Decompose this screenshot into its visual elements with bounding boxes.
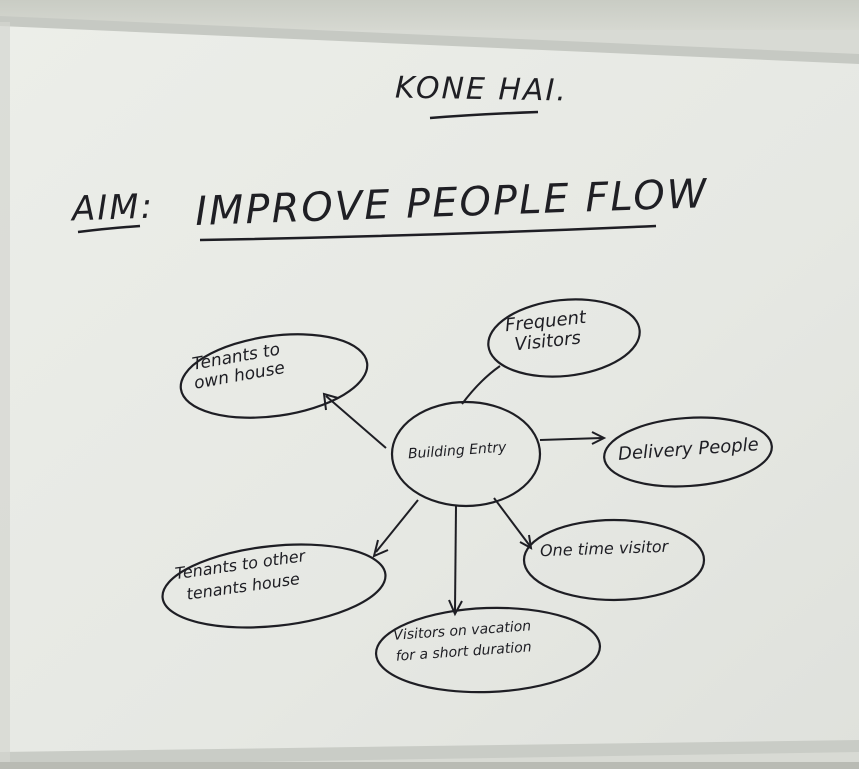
node-delivery-ellipse [603,416,773,488]
connector-frequent [461,365,501,405]
board-heading: KONE HAI. [394,70,569,109]
aim-label: AIM: [71,186,155,230]
aim-text-underline [199,224,657,242]
node-other-tenants-ellipse [161,543,387,629]
node-own-house-ellipse [179,333,369,419]
board-frame-top [0,16,859,64]
node-onetime-ellipse [522,518,706,602]
node-frequent: Frequent Visitors [504,307,589,356]
node-vacation-ellipse [374,606,602,694]
connector-onetime [493,497,531,547]
node-frequent-ellipse [487,298,641,378]
connector-own-house [325,395,387,449]
aim-label-underline [77,224,141,234]
board-surface [0,22,859,760]
node-center-ellipse [390,400,542,508]
connector-delivery [539,437,603,441]
connector-other-tenants [375,499,419,553]
board-frame-bottom [0,740,859,766]
heading-underline [429,110,539,120]
connector-vacation [454,505,457,611]
